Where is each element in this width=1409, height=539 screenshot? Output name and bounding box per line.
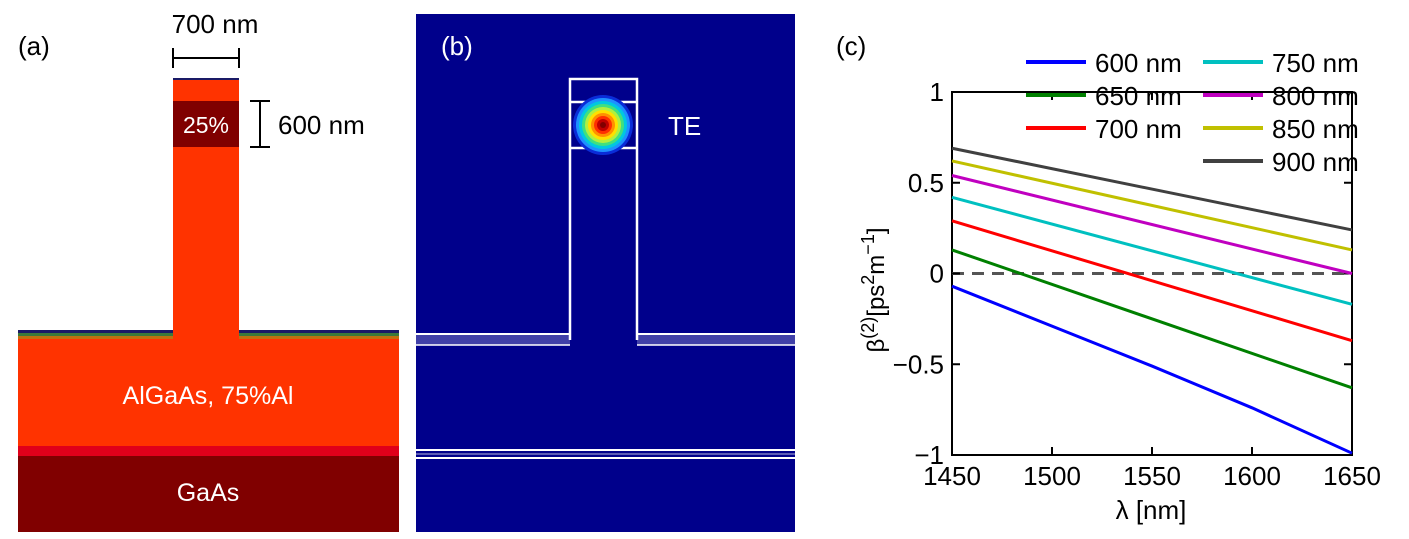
series-line-850-nm [951,159,1353,252]
mode-label: TE [668,111,701,141]
core-layer [173,101,239,147]
x-axis-label: λ [nm] [1116,495,1187,525]
series-line-600-nm [951,284,1353,455]
y-label-base: β [863,339,890,353]
substrate-mesh [416,449,795,459]
legend-label: 750 nm [1272,48,1359,78]
height-dimension [250,100,270,148]
legend-label: 600 nm [1095,48,1182,78]
y-axis-ticks: −1 −0.5 0 0.5 1 [893,77,1352,470]
panel-a-label: (a) [18,31,50,61]
series-line-650-nm [951,248,1353,390]
core-label: 25% [183,112,229,138]
panel-b: (b) [416,14,795,532]
substrate-layer [18,456,399,532]
y-label-unit-a: [ps [863,285,890,317]
x-tick-label: 1650 [1323,461,1381,491]
svg-text:β(2)[ps2m−1]: β(2)[ps2m−1] [858,227,890,352]
series-line-900-nm [951,146,1353,232]
legend-label: 800 nm [1272,81,1359,111]
cladding-layer [18,339,399,446]
series-line-800-nm [951,174,1353,275]
legend-label: 850 nm [1272,114,1359,144]
y-tick-label: 1 [930,77,944,107]
x-tick-label: 1450 [923,461,981,491]
width-label: 700 nm [172,9,259,39]
y-label-unit-sup1: 2 [858,275,878,285]
legend-label: 900 nm [1272,147,1359,177]
substrate-label: GaAs [177,479,240,507]
x-tick-label: 1550 [1123,461,1181,491]
y-label-unit-sup2: −1 [858,234,878,255]
interface-layer [18,446,399,456]
x-axis-ticks: 1450 1500 1550 1600 1650 [923,92,1381,491]
series-line-750-nm [951,195,1353,306]
panel-a: (a) 25% AlGaAs, 75%Al GaAs 700 nm 600 nm [18,9,399,532]
x-tick-label: 1600 [1223,461,1281,491]
panel-c-label: (c) [836,31,866,61]
x-tick-label: 1500 [1023,461,1081,491]
legend-label: 650 nm [1095,81,1182,111]
y-tick-label: −0.5 [893,349,944,379]
te-mode-profile [573,95,633,155]
y-axis-label: β(2)[ps2m−1] [858,227,890,352]
slab-mesh [416,333,795,346]
y-tick-label: 0.5 [908,168,944,198]
y-label-unit-b: m [863,255,890,275]
legend-label: 700 nm [1095,114,1182,144]
panel-b-label: (b) [441,31,473,61]
y-label-unit-c: ] [863,227,890,234]
y-tick-label: −1 [914,440,944,470]
y-tick-label: 0 [930,259,944,289]
series-lines [951,146,1353,455]
panel-c: (c) −1 −0.5 0 0.5 1 1450 1500 1550 1600 1650 λ [… [836,31,1381,525]
y-label-sup: (2) [858,317,878,339]
width-dimension [172,48,240,68]
series-line-700-nm [951,219,1353,343]
cladding-label: AlGaAs, 75%Al [123,382,294,410]
height-label: 600 nm [278,110,365,140]
